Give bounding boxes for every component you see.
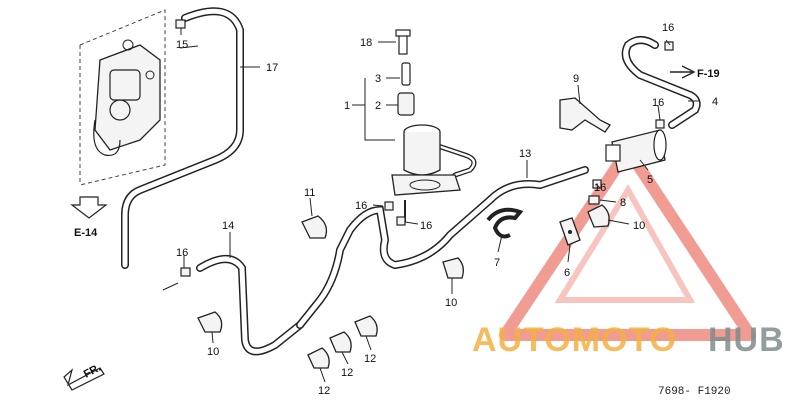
label-part-8: 8 <box>620 197 626 209</box>
hose-14 <box>196 255 304 356</box>
label-part-16-left: 16 <box>176 247 188 259</box>
clips <box>175 19 674 277</box>
label-part-9: 9 <box>573 73 579 85</box>
carburetor-assembly <box>79 9 166 186</box>
ref-front: FR. <box>82 362 103 381</box>
label-part-10-mid: 10 <box>445 297 457 309</box>
label-part-15: 15 <box>176 39 188 51</box>
clamp-10-left <box>197 311 223 333</box>
label-part-12-mid: 12 <box>341 367 353 379</box>
hose-17 <box>121 7 244 269</box>
label-part-7: 7 <box>494 257 500 269</box>
label-part-16-top: 16 <box>662 22 674 34</box>
hose-small-pump <box>432 142 477 178</box>
arrow-down-icon <box>70 196 108 219</box>
pump-grommet <box>397 92 415 116</box>
diagram-code: 7698- F1920 <box>658 386 731 398</box>
label-part-10-right: 10 <box>633 220 645 232</box>
label-part-5: 5 <box>647 174 653 186</box>
label-part-17: 17 <box>266 62 278 74</box>
label-part-18: 18 <box>360 37 372 49</box>
clamp-11 <box>301 215 328 239</box>
watermark-logo: AUTOMOTO HUB <box>472 321 785 359</box>
pump-collar <box>401 62 411 86</box>
label-part-12-right: 12 <box>364 353 376 365</box>
watermark-text-hub: HUB <box>708 321 785 359</box>
label-part-12-left: 12 <box>318 385 330 397</box>
label-part-16-pump-right: 16 <box>420 220 432 232</box>
ref-e14: E-14 <box>74 227 98 239</box>
clamp-12-mid <box>329 331 352 353</box>
watermark-text-automoto: AUTOMOTO <box>472 321 677 359</box>
label-part-4: 4 <box>712 96 718 108</box>
label-part-16-pump-left: 16 <box>355 200 367 212</box>
clamp-12-right <box>354 315 378 337</box>
watermark-triangle-icon <box>499 144 756 341</box>
bracket-9 <box>559 97 611 133</box>
label-part-13: 13 <box>519 148 531 160</box>
reference-arrows <box>63 45 696 391</box>
label-part-16-filter: 16 <box>652 97 664 109</box>
hose-4 <box>621 36 701 129</box>
hose-to-pump <box>296 166 589 329</box>
label-part-10-left: 10 <box>207 346 219 358</box>
label-part-3: 3 <box>375 73 381 85</box>
ref-f19: F-19 <box>697 68 720 80</box>
bracket-6 <box>559 217 581 246</box>
fuel-filter <box>605 129 667 173</box>
clamp-10-mid <box>442 257 464 279</box>
clamp-12-left <box>307 347 330 369</box>
fuel-pump <box>391 29 461 222</box>
label-part-14: 14 <box>222 220 234 232</box>
front-arrow-icon <box>63 367 105 391</box>
band-7 <box>486 207 524 239</box>
label-part-1: 1 <box>344 100 350 112</box>
label-part-6: 6 <box>564 267 570 279</box>
clamp-10-right <box>587 204 610 228</box>
label-part-16-clamp: 16 <box>594 182 606 194</box>
label-part-2: 2 <box>375 100 381 112</box>
leader-lines <box>180 28 700 383</box>
label-part-11: 11 <box>304 187 315 199</box>
